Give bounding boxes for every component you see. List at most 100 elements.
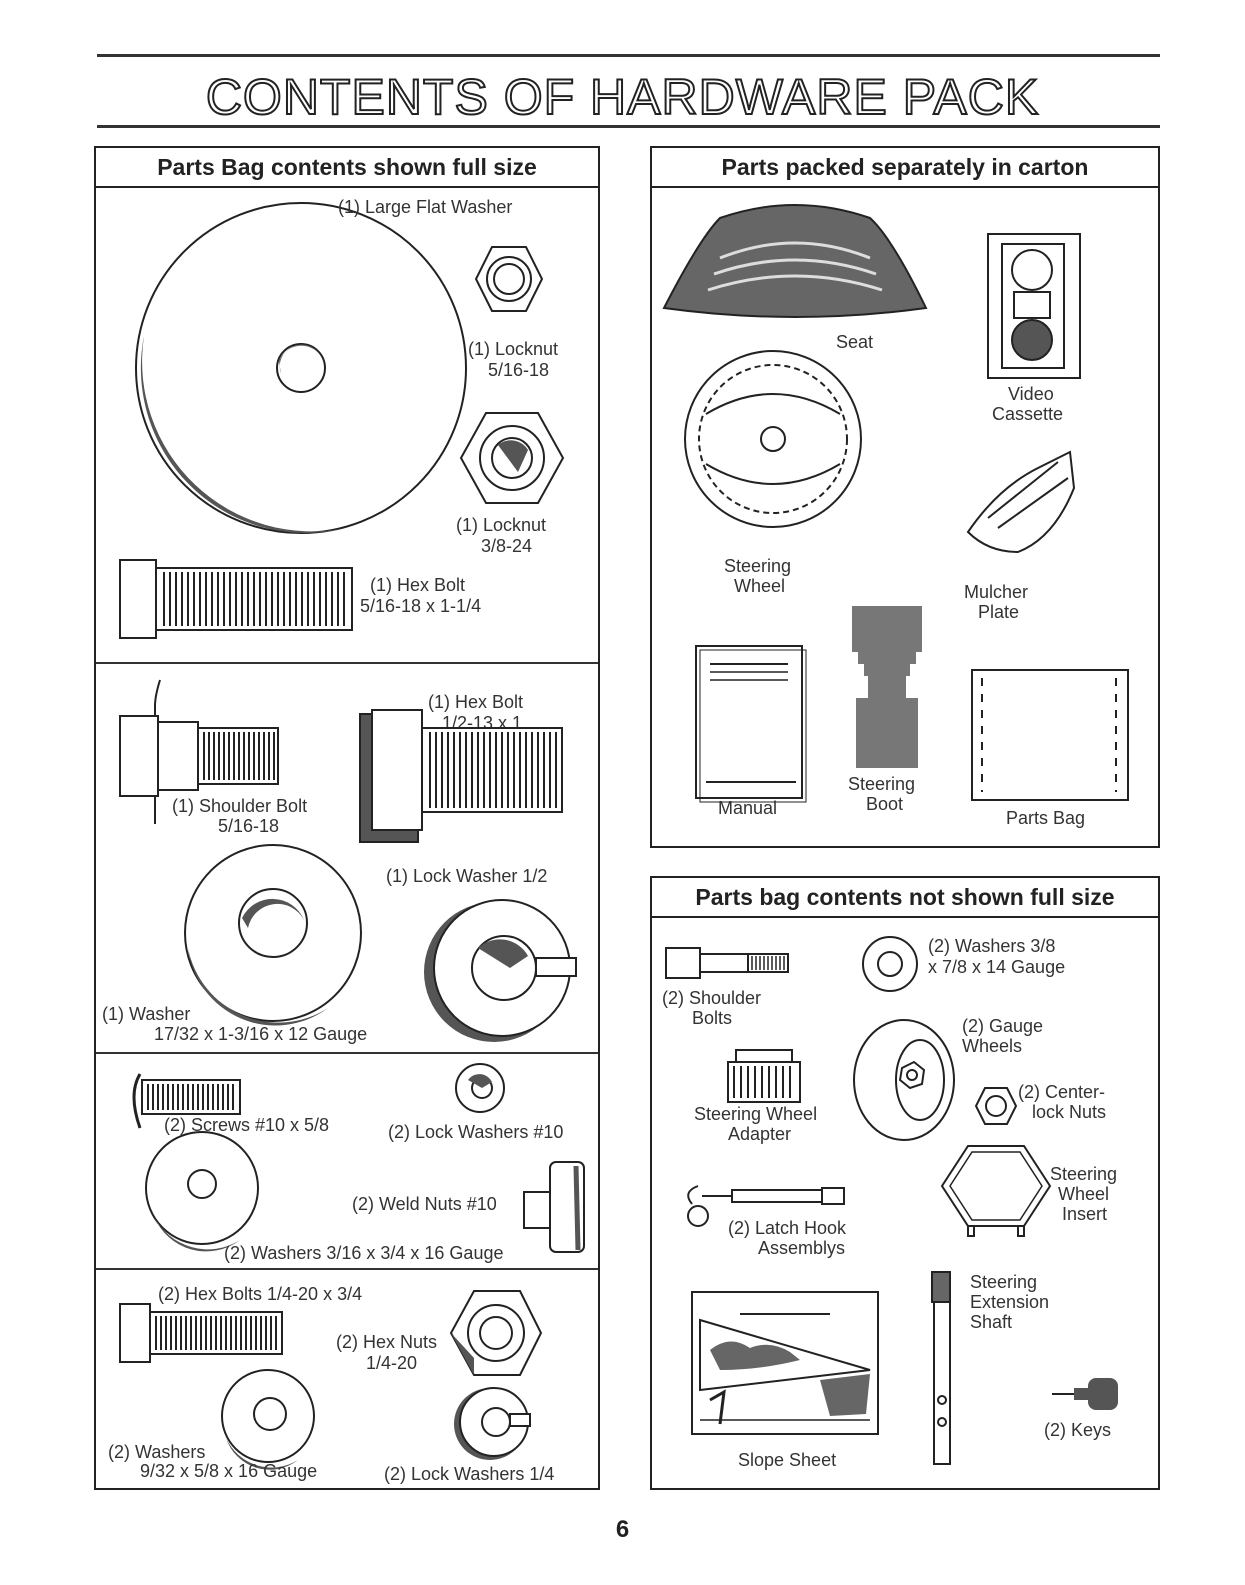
adapter-label-2: Adapter (728, 1124, 792, 1144)
page-title: CONTENTS OF HARDWARE PACK (205, 68, 1040, 126)
video-label-1: Video (1008, 384, 1054, 404)
shoulder-bolts-label-2: Bolts (692, 1008, 733, 1028)
weld-nut-icon (523, 1161, 585, 1253)
panel-header: Parts bag contents not shown full size (652, 878, 1158, 918)
lock-washer-10-icon (455, 1063, 505, 1113)
washer-label: (1) Washer (102, 1004, 191, 1024)
section-divider (96, 1052, 598, 1054)
shoulder-bolt-size-label: 5/16-18 (218, 816, 280, 836)
panel-header: Parts Bag contents shown full size (96, 148, 598, 188)
shoulder-bolt-small-icon (665, 947, 789, 979)
manual-label: Manual (718, 798, 778, 818)
video-cassette-icon (987, 233, 1081, 379)
steering-extension-shaft-icon (931, 1271, 951, 1465)
parts-bag-label: Parts Bag (1006, 808, 1086, 828)
seat-icon (662, 204, 928, 318)
lock-washers-10-label: (2) Lock Washers #10 (388, 1122, 564, 1142)
large-flat-washer-icon (135, 202, 467, 534)
full-size-parts-panel: Parts Bag contents shown full size (1) L… (94, 146, 600, 1490)
washer-size-label: 17/32 x 1-3/16 x 12 Gauge (154, 1024, 368, 1044)
locknut-large-label: (1) Locknut (456, 515, 547, 535)
panel-header: Parts packed separately in carton (652, 148, 1158, 188)
hex-bolt-icon (119, 559, 353, 639)
steering-boot-icon (852, 606, 922, 768)
locknut-size-label: 5/16-18 (488, 360, 550, 380)
hex-nuts-label: (2) Hex Nuts (336, 1332, 438, 1352)
latch-hook-icon (687, 1185, 845, 1227)
shoulder-bolts-label-1: (2) Shoulder (662, 988, 762, 1008)
video-label-2: Cassette (992, 404, 1064, 424)
center-nuts-label-1: (2) Center- (1018, 1082, 1106, 1102)
seat-label: Seat (836, 332, 874, 352)
gauge-wheels-label-2: Wheels (962, 1036, 1023, 1056)
washers-932-label: (2) Washers (108, 1442, 206, 1462)
lock-washers-14-label: (2) Lock Washers 1/4 (384, 1464, 555, 1484)
not-full-size-panel: Parts bag contents not shown full size (… (650, 876, 1160, 1490)
washer-932-icon (221, 1369, 315, 1470)
page-number: 6 (615, 1516, 630, 1543)
washers-38-label-1: (2) Washers 3/8 (928, 936, 1056, 956)
locknut-large-icon (459, 412, 565, 504)
shaft-label-3: Shaft (970, 1312, 1013, 1332)
gauge-wheel-icon (853, 1019, 955, 1141)
latch-label-1: (2) Latch Hook (728, 1218, 847, 1238)
locknut-large-size-label: 3/8-24 (481, 536, 533, 556)
section-divider (96, 1268, 598, 1270)
hex-nuts-size-label: 1/4-20 (366, 1353, 418, 1373)
lock-washer-half-label: (1) Lock Washer 1/2 (386, 866, 548, 886)
mulcher-label-1: Mulcher (964, 582, 1029, 602)
center-nuts-label-2: lock Nuts (1032, 1102, 1107, 1122)
hex-bolt-half-label: (1) Hex Bolt (428, 692, 524, 712)
steering-wheel-label-2: Wheel (734, 576, 786, 596)
shoulder-bolt-icon (119, 679, 279, 824)
lock-washer-half-icon (424, 899, 577, 1042)
lock-washer-14-icon (454, 1387, 531, 1460)
insert-label-1: Steering (1050, 1164, 1118, 1184)
top-rule (97, 54, 1160, 57)
washer-316-icon (145, 1131, 259, 1252)
washers-38-label-2: x 7/8 x 14 Gauge (928, 957, 1066, 977)
shoulder-bolt-label: (1) Shoulder Bolt (172, 796, 308, 816)
mulcher-label-2: Plate (978, 602, 1020, 622)
insert-label-3: Insert (1062, 1204, 1108, 1224)
keys-label: (2) Keys (1044, 1420, 1112, 1440)
washer-38-icon (862, 936, 918, 992)
washers-932-size-label: 9/32 x 5/8 x 16 Gauge (140, 1461, 318, 1481)
parts-bag-icon (971, 669, 1129, 801)
title-underline (97, 125, 1160, 128)
steering-boot-label-2: Boot (866, 794, 904, 814)
locknut-label: (1) Locknut (468, 339, 559, 359)
screw-icon (132, 1073, 241, 1129)
hex-nut-icon (449, 1290, 543, 1376)
key-icon (1052, 1378, 1118, 1410)
center-lock-nut-icon (974, 1087, 1018, 1125)
shaft-label-1: Steering (970, 1272, 1038, 1292)
gauge-wheels-label-1: (2) Gauge (962, 1016, 1044, 1036)
large-flat-washer-label: (1) Large Flat Washer (338, 197, 513, 217)
washer-icon (184, 844, 362, 1026)
steering-boot-label-1: Steering (848, 774, 916, 794)
manual-icon (695, 645, 807, 803)
section-divider (96, 662, 598, 664)
hex-bolt-label: (1) Hex Bolt (370, 575, 466, 595)
weld-nuts-label: (2) Weld Nuts #10 (352, 1194, 497, 1214)
hex-bolt-half-icon (359, 709, 563, 843)
steering-wheel-insert-icon (940, 1145, 1052, 1237)
screws-label: (2) Screws #10 x 5/8 (164, 1115, 330, 1135)
latch-label-2: Assemblys (758, 1238, 846, 1258)
hex-bolts-14-label: (2) Hex Bolts 1/4-20 x 3/4 (158, 1284, 363, 1304)
carton-parts-panel: Parts packed separately in carton Seat V… (650, 146, 1160, 848)
insert-label-2: Wheel (1058, 1184, 1110, 1204)
locknut-icon (474, 246, 544, 312)
hex-bolt-14-icon (119, 1303, 283, 1363)
washers-316-label: (2) Washers 3/16 x 3/4 x 16 Gauge (224, 1243, 504, 1263)
steering-wheel-label-1: Steering (724, 556, 792, 576)
slope-sheet-icon (691, 1291, 879, 1435)
mulcher-plate-icon (966, 450, 1076, 554)
shaft-label-2: Extension (970, 1292, 1050, 1312)
adapter-label-1: Steering Wheel (694, 1104, 818, 1124)
steering-wheel-icon (684, 350, 862, 528)
steering-wheel-adapter-icon (727, 1049, 801, 1103)
slope-sheet-label: Slope Sheet (738, 1450, 837, 1470)
hex-bolt-size-label: 5/16-18 x 1-1/4 (360, 596, 482, 616)
